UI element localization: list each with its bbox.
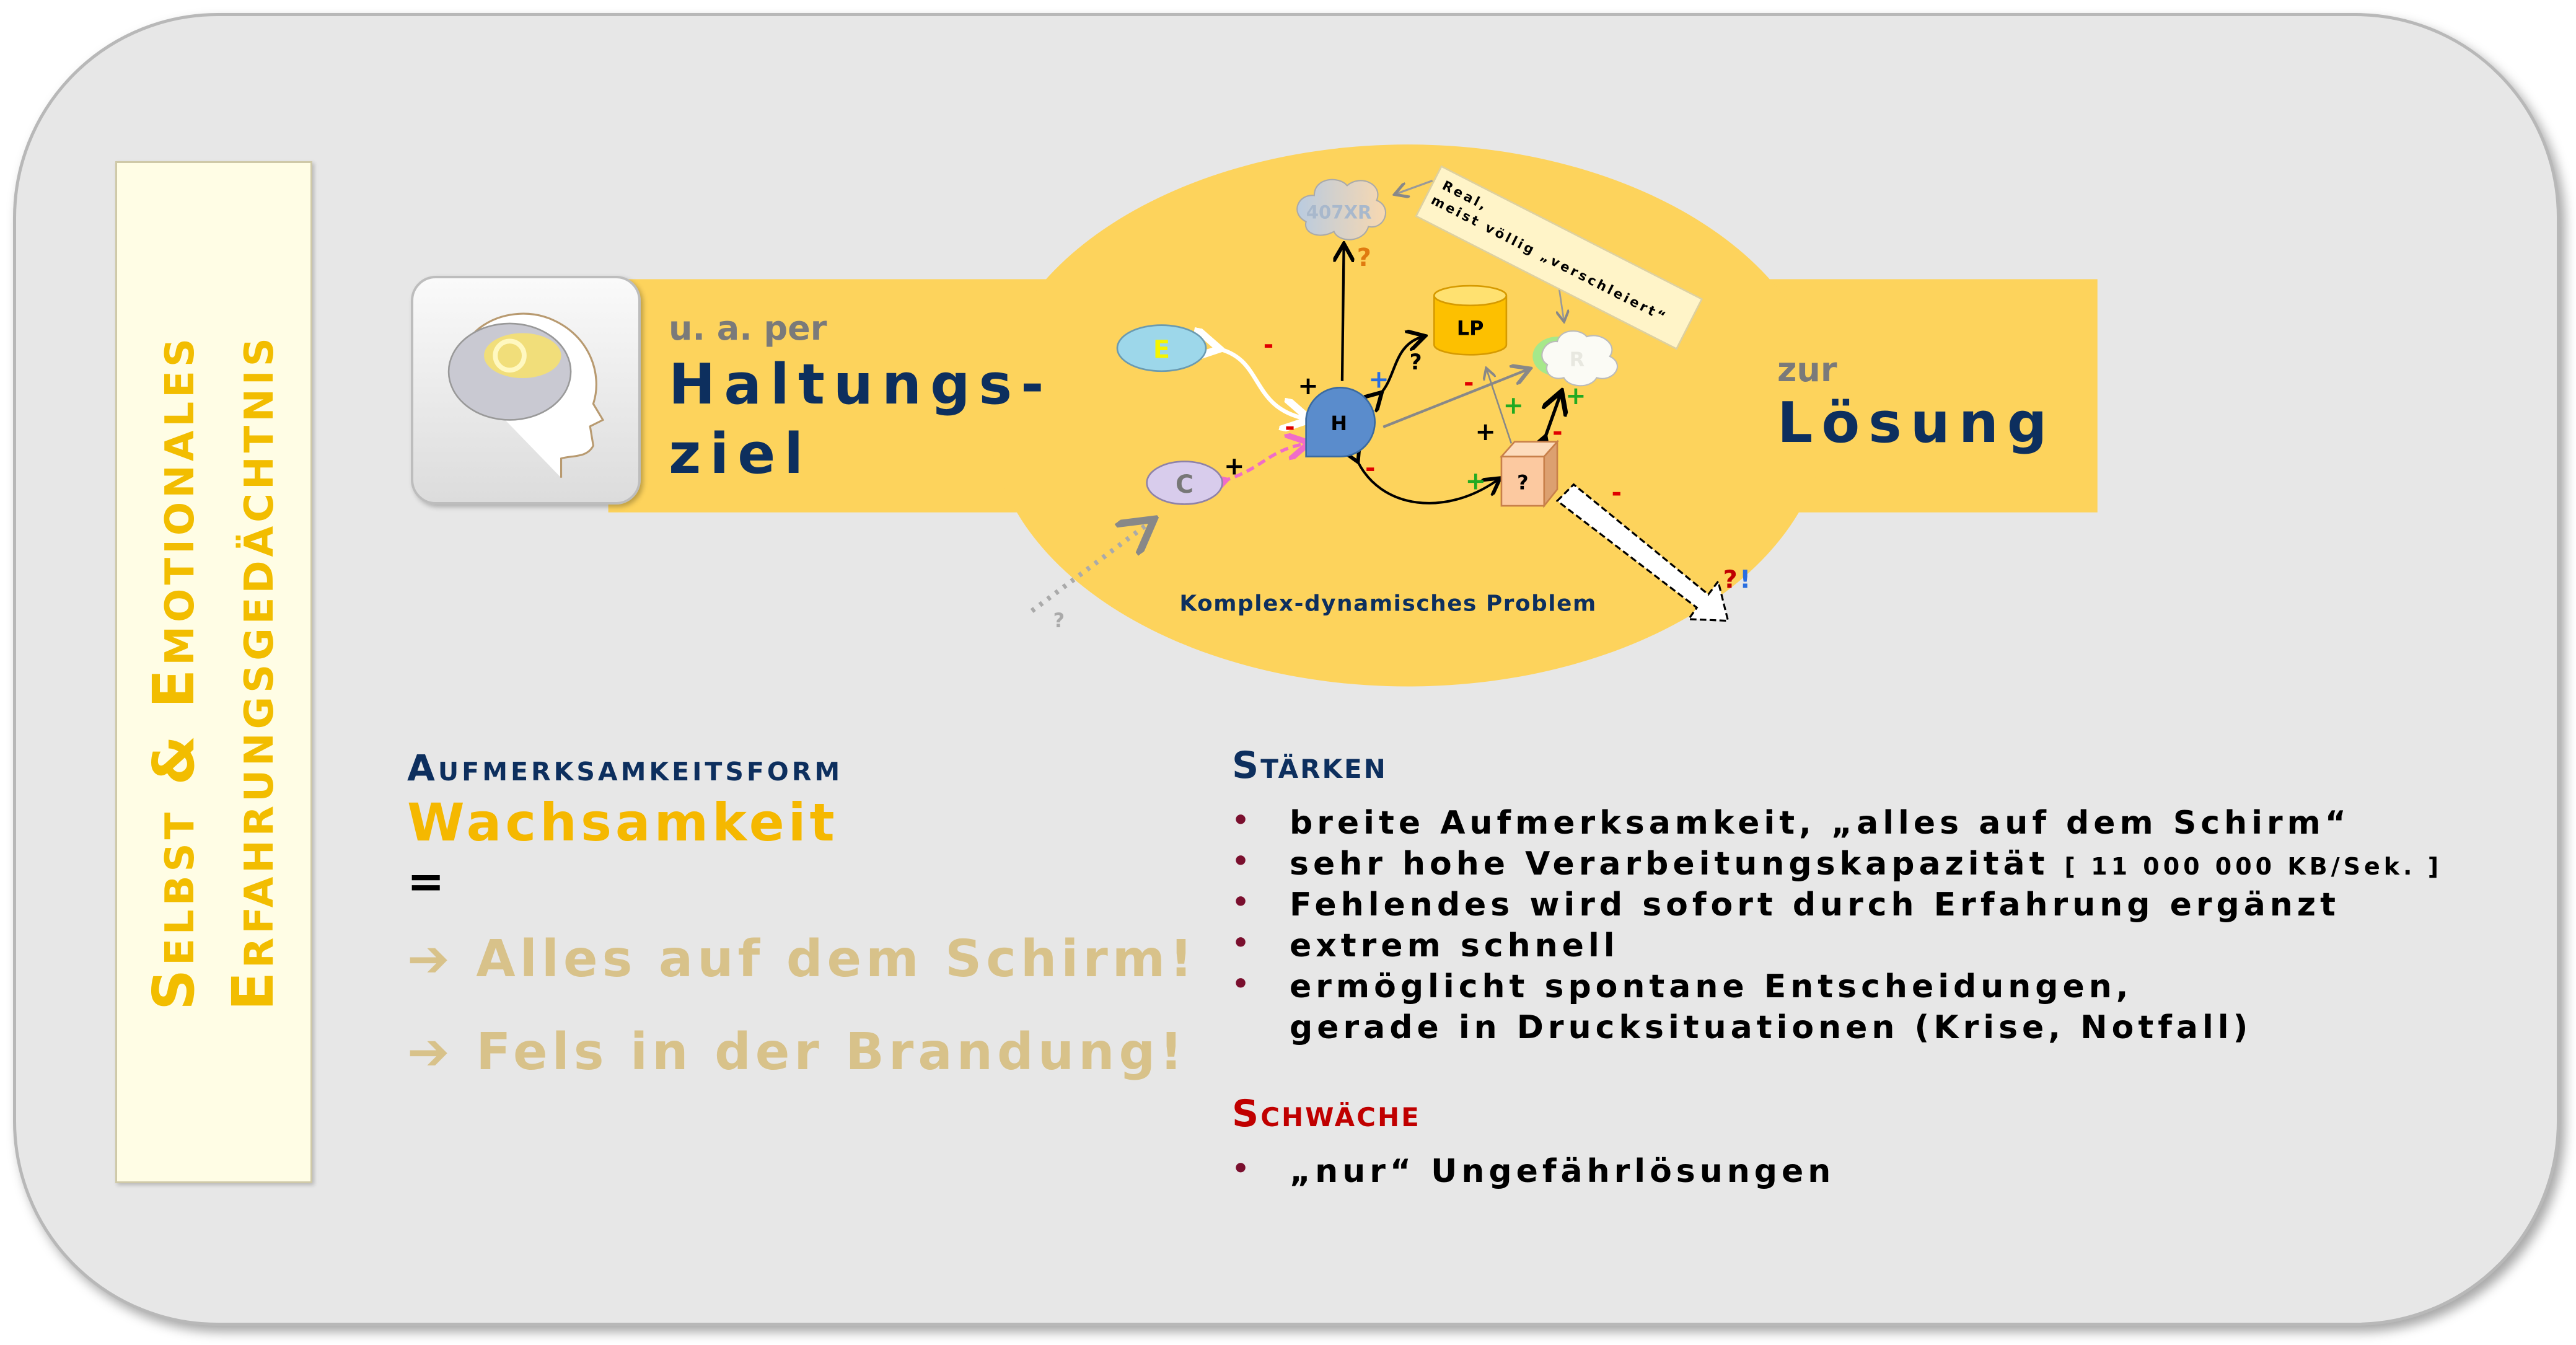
arrow-note-cloud [1396, 179, 1433, 193]
node-lp-cylinder [1433, 284, 1508, 356]
diagram-title: Komplex-dynamisches Problem [1179, 591, 1596, 617]
strengths-heading: Stärken [1232, 744, 1387, 787]
strength-text: Fehlendes wird sofort durch Erfahrung er… [1290, 886, 2340, 924]
mark-plus: + [1475, 418, 1496, 446]
bullet: • [1232, 805, 1254, 836]
bullet: • [1232, 968, 1254, 1000]
arrow-h-r [1383, 369, 1528, 428]
arrow-h-lp [1380, 337, 1423, 394]
point-1-text: Alles auf dem Schirm! [476, 930, 1197, 989]
strength-note: [ 11 000 000 KB/Sek. ] [2064, 853, 2443, 880]
mark-question: ? [1357, 244, 1371, 272]
arrow-box-lp [1487, 369, 1513, 444]
node-box-cube [1499, 439, 1559, 508]
mark-plus: + [1565, 382, 1586, 410]
attention-heading: Aufmerksamkeitsform [407, 747, 843, 789]
arrow-c-h [1223, 443, 1306, 481]
arrow-h-box [1357, 460, 1498, 505]
band-to-prefix: zur [1777, 350, 1837, 389]
point-1: ➔ Alles auf dem Schirm! [407, 930, 1197, 989]
mark-plus: + [1298, 372, 1318, 400]
mark-plus: + [1368, 365, 1389, 394]
arrow-e-h [1216, 348, 1306, 419]
mark-minus: - [1285, 413, 1295, 441]
node-box-label: ? [1517, 472, 1528, 495]
cloud-top-label: 407XR [1306, 201, 1372, 223]
strength-text: ermöglicht spontane Entscheidungen, [1290, 968, 2133, 1005]
node-c [1146, 461, 1223, 505]
node-lp-label: LP [1457, 317, 1484, 340]
brain-image [411, 276, 641, 505]
mark-question: ? [1410, 350, 1422, 375]
mark-plus: + [1466, 467, 1486, 496]
node-c-label: C [1176, 470, 1193, 499]
side-label-panel: Selbst & Emotionales Erfahrungsgedächtni… [115, 161, 312, 1183]
mark-question-red: ? [1723, 566, 1738, 594]
mark-plus: + [1503, 392, 1524, 420]
band-to-target: Lösung [1777, 390, 2056, 456]
brain-head-icon [447, 312, 605, 478]
node-h [1305, 387, 1376, 457]
mark-minus: - [1552, 418, 1563, 446]
bullet: • [1232, 845, 1254, 877]
diagram-signs: ? ? ? - + + - + - - + + + - + - ? ! [1053, 244, 1751, 632]
mark-question: ? [1053, 609, 1065, 632]
weakness-heading: Schwäche [1232, 1092, 1421, 1136]
strength-text: breite Aufmerksamkeit, „alles auf dem Sc… [1290, 805, 2350, 842]
strength-text-main: sehr hohe Verarbeitungskapazität [1290, 845, 2049, 883]
attention-mode: Wachsamkeit [407, 792, 838, 853]
cloud-right-icon [1532, 330, 1618, 387]
band-prefix: u. a. per [669, 309, 827, 348]
bullet: • [1232, 1153, 1254, 1184]
point-2: ➔ Fels in der Brandung! [407, 1023, 1187, 1082]
band-goal-line1: Haltungs- [669, 352, 1053, 417]
strength-text: sehr hohe Verarbeitungskapazität [ 11 00… [1290, 845, 2442, 883]
cloud-top-icon [1296, 179, 1387, 240]
mark-minus: - [1611, 478, 1622, 507]
bullet: • [1232, 886, 1254, 918]
output-arrow-icon [1555, 483, 1730, 622]
strength-text: gerade in Drucksituationen (Krise, Notfa… [1290, 1009, 2253, 1046]
arrow-h-to-cloud [1342, 246, 1344, 381]
node-h-label: H [1330, 412, 1347, 435]
node-e [1116, 324, 1207, 373]
arrow-right-icon: ➔ [407, 930, 454, 989]
mark-minus: - [1365, 454, 1376, 482]
mark-minus: - [1464, 369, 1474, 397]
arrow-box-r [1544, 394, 1560, 440]
band-goal-line2: ziel [669, 421, 812, 487]
mark-exclaim-blue: ! [1739, 566, 1751, 594]
node-e-label: E [1153, 336, 1170, 364]
cloud-right-label: R [1570, 348, 1585, 371]
weakness-text: „nur“ Ungefährlösungen [1290, 1153, 1835, 1190]
bullet: • [1232, 927, 1254, 959]
point-2-text: Fels in der Brandung! [476, 1023, 1187, 1082]
mark-plus: + [1224, 452, 1244, 481]
mark-minus: - [1264, 331, 1274, 359]
equals-sign: = [407, 855, 445, 907]
strength-text: extrem schnell [1290, 927, 1619, 964]
arrow-right-icon: ➔ [407, 1023, 454, 1082]
band-goal: Haltungs- ziel [669, 350, 1052, 489]
